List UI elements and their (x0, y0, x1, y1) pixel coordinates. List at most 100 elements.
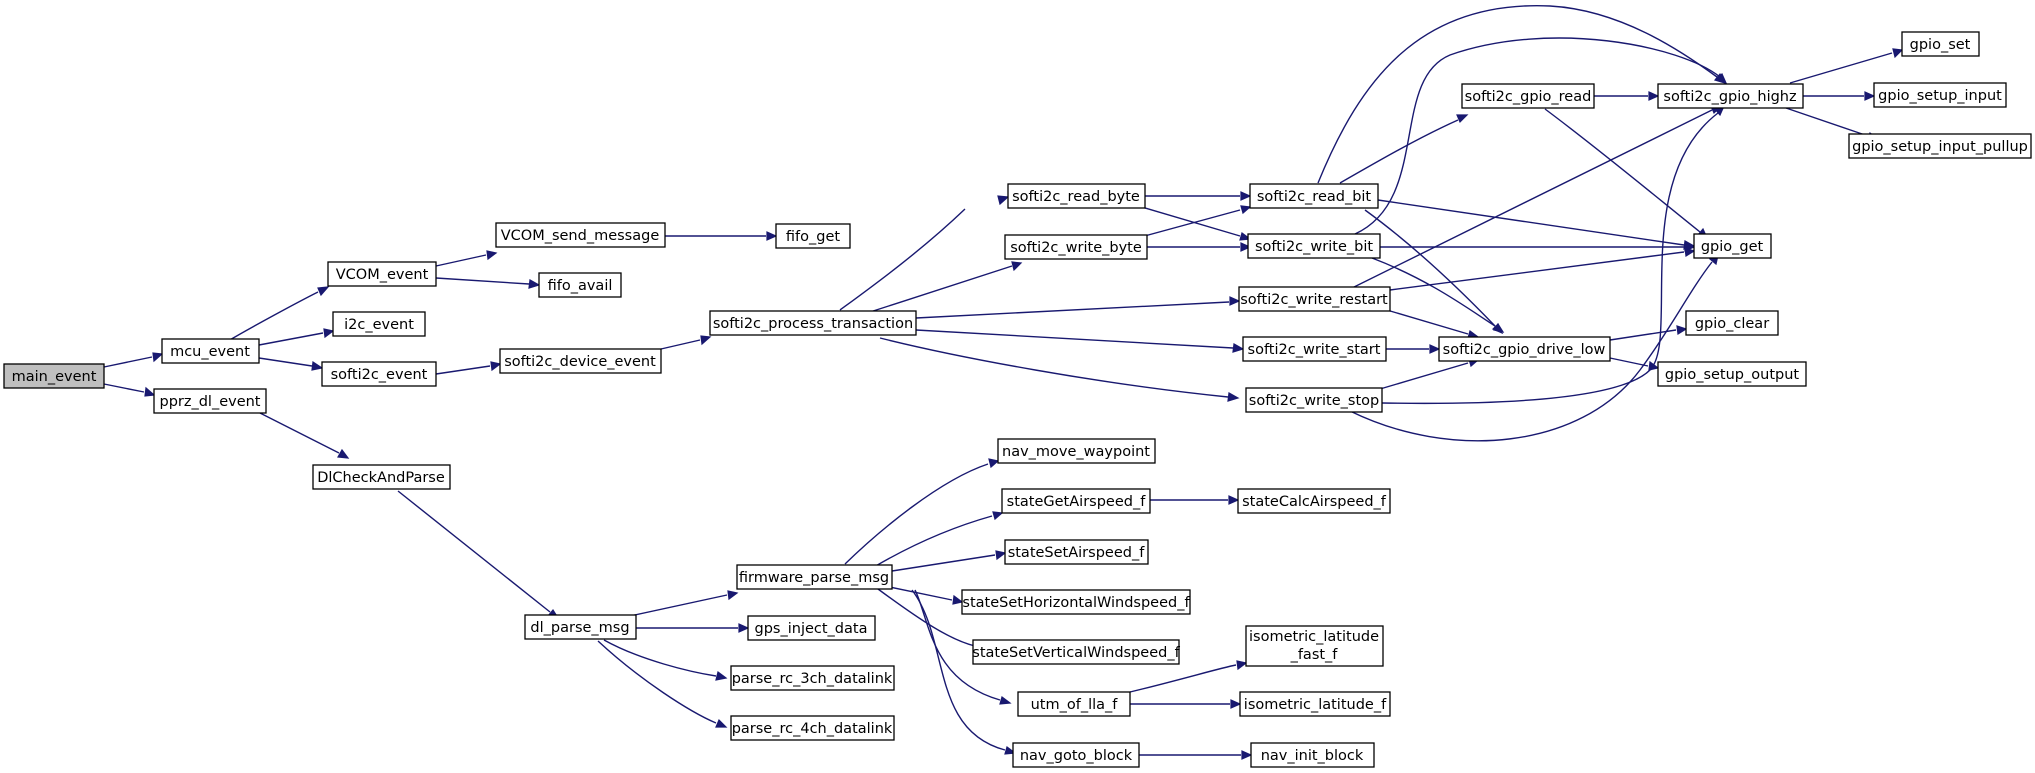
label-gpio_setup_input_pullup: gpio_setup_input_pullup (1852, 139, 2028, 155)
edge-dl_parse_msg-parse_rc_3ch (603, 639, 728, 681)
node-softi2c_write_start[interactable]: softi2c_write_start (1242, 336, 1387, 362)
edge-utm-isometric_fast (1129, 660, 1248, 693)
edge-gpio_highz-gpio_set (1789, 48, 1904, 84)
edge-main_event-pprz_dl_event (103, 383, 156, 397)
node-isometric_latitude_f[interactable]: isometric_latitude_f (1239, 691, 1391, 717)
edge-spt-softi2c_write_byte (869, 261, 1023, 313)
label-stateSetVerticalWindspeed_f: stateSetVerticalWindspeed_f (972, 645, 1180, 661)
edge-fpm-stateGetAirspeed_f (873, 511, 1004, 568)
node-i2c_event[interactable]: i2c_event (332, 311, 426, 337)
label-stateCalcAirspeed_f: stateCalcAirspeed_f (1242, 494, 1387, 510)
node-isometric_latitude_fast_f[interactable]: isometric_latitude _fast_f (1245, 625, 1384, 667)
node-softi2c_write_bit[interactable]: softi2c_write_bit (1247, 233, 1381, 259)
node-stateSetHorizontalWindspeed_f[interactable]: stateSetHorizontalWindspeed_f (961, 589, 1191, 615)
edge-fpm-nav_move_waypoint (844, 458, 1000, 565)
label-pprz_dl_event: pprz_dl_event (159, 394, 260, 410)
node-softi2c_read_bit[interactable]: softi2c_read_bit (1249, 183, 1379, 209)
label-gps_inject_data: gps_inject_data (755, 621, 868, 637)
node-softi2c_write_stop[interactable]: softi2c_write_stop (1245, 387, 1383, 413)
edge-VCOM_event-VCOM_send_message (435, 250, 498, 267)
node-softi2c_process_transaction[interactable]: softi2c_process_transaction (709, 310, 917, 336)
edges (103, 5, 1904, 760)
label-parse_rc_4ch_datalink: parse_rc_4ch_datalink (732, 721, 893, 737)
node-gpio_setup_input[interactable]: gpio_setup_input (1873, 82, 2007, 108)
edge-drive_low-gpio_clear (1609, 325, 1688, 341)
edge-write_stop-drive_low (1379, 358, 1480, 390)
edge-read_bit-gpio_read (1339, 114, 1469, 184)
node-stateGetAirspeed_f[interactable]: stateGetAirspeed_f (1001, 488, 1151, 514)
node-VCOM_send_message[interactable]: VCOM_send_message (495, 222, 666, 248)
label-nav_move_waypoint: nav_move_waypoint (1002, 444, 1150, 460)
label-softi2c_read_bit: softi2c_read_bit (1257, 189, 1372, 205)
edge-write_byte-write_bit (1147, 242, 1252, 252)
node-softi2c_gpio_read[interactable]: softi2c_gpio_read (1461, 83, 1595, 109)
label-softi2c_gpio_read: softi2c_gpio_read (1465, 89, 1592, 105)
edge-softi2c_event-softi2c_device_event (435, 361, 502, 375)
node-stateCalcAirspeed_f[interactable]: stateCalcAirspeed_f (1237, 488, 1391, 514)
node-dl_parse_msg[interactable]: dl_parse_msg (524, 614, 637, 640)
node-gpio_setup_input_pullup[interactable]: gpio_setup_input_pullup (1848, 133, 2032, 159)
label-isometric_latitude_fast_f-line1: isometric_latitude (1249, 629, 1379, 645)
edge-spt-softi2c_write_restart (915, 296, 1241, 319)
edge-utm-isometric_f (1130, 699, 1242, 709)
node-parse_rc_4ch_datalink[interactable]: parse_rc_4ch_datalink (730, 715, 895, 741)
node-parse_rc_3ch_datalink[interactable]: parse_rc_3ch_datalink (730, 665, 895, 691)
node-gpio_clear[interactable]: gpio_clear (1685, 310, 1779, 336)
edge-spt-softi2c_read_byte (839, 195, 1010, 311)
label-gpio_get: gpio_get (1701, 239, 1764, 255)
edge-gpio_highz-gpio_setup_input (1803, 91, 1876, 101)
node-nav_init_block[interactable]: nav_init_block (1250, 742, 1375, 768)
label-softi2c_event: softi2c_event (331, 367, 428, 383)
node-nav_move_waypoint[interactable]: nav_move_waypoint (997, 438, 1156, 464)
edge-pprz_dl_event-DlCheckAndParse (259, 412, 350, 459)
edge-write_bit-gpio_highz (1354, 37, 1728, 235)
label-firmware_parse_msg: firmware_parse_msg (739, 570, 889, 586)
edge-write_restart-drive_low (1379, 307, 1480, 339)
nodes: main_event mcu_event pprz_dl_event VCOM_… (3, 31, 2032, 768)
node-VCOM_event[interactable]: VCOM_event (327, 261, 437, 287)
node-stateSetAirspeed_f[interactable]: stateSetAirspeed_f (1004, 539, 1149, 565)
edge-VCOM_event-fifo_avail (435, 277, 541, 289)
node-softi2c_event[interactable]: softi2c_event (321, 361, 437, 387)
node-gpio_get[interactable]: gpio_get (1693, 233, 1772, 259)
node-softi2c_write_restart[interactable]: softi2c_write_restart (1238, 286, 1391, 312)
label-DlCheckAndParse: DlCheckAndParse (317, 470, 445, 486)
node-main_event[interactable]: main_event (3, 363, 105, 389)
label-mcu_event: mcu_event (170, 344, 250, 360)
node-softi2c_gpio_highz[interactable]: softi2c_gpio_highz (1657, 83, 1804, 109)
node-gps_inject_data[interactable]: gps_inject_data (747, 615, 876, 641)
edge-spt-softi2c_write_stop (879, 337, 1240, 402)
label-parse_rc_3ch_datalink: parse_rc_3ch_datalink (732, 671, 893, 687)
node-softi2c_device_event[interactable]: softi2c_device_event (499, 348, 662, 374)
node-nav_goto_block[interactable]: nav_goto_block (1012, 742, 1140, 768)
label-nav_init_block: nav_init_block (1261, 748, 1364, 764)
label-gpio_clear: gpio_clear (1695, 316, 1769, 332)
node-firmware_parse_msg[interactable]: firmware_parse_msg (736, 564, 893, 590)
node-gpio_set[interactable]: gpio_set (1901, 31, 1980, 57)
node-utm_of_lla_f[interactable]: utm_of_lla_f (1017, 691, 1131, 717)
label-softi2c_device_event: softi2c_device_event (504, 354, 656, 370)
node-DlCheckAndParse[interactable]: DlCheckAndParse (312, 464, 451, 490)
edge-write_start-drive_low (1386, 344, 1441, 354)
node-fifo_get[interactable]: fifo_get (775, 223, 851, 249)
edge-VCOM_send_message-fifo_get (665, 231, 778, 241)
edge-spt-softi2c_write_start (915, 329, 1245, 353)
label-softi2c_write_start: softi2c_write_start (1248, 342, 1381, 358)
label-stateSetHorizontalWindspeed_f: stateSetHorizontalWindspeed_f (962, 595, 1190, 611)
edge-stateGetAirspeed-stateCalcAirspeed (1150, 495, 1240, 505)
label-isometric_latitude_fast_f-line2: _fast_f (1290, 647, 1339, 663)
node-stateSetVerticalWindspeed_f[interactable]: stateSetVerticalWindspeed_f (972, 639, 1181, 665)
edge-nav_goto_block-nav_init_block (1139, 750, 1253, 760)
node-pprz_dl_event[interactable]: pprz_dl_event (153, 388, 267, 414)
label-softi2c_write_stop: softi2c_write_stop (1249, 393, 1379, 409)
node-softi2c_gpio_drive_low[interactable]: softi2c_gpio_drive_low (1438, 336, 1611, 362)
node-mcu_event[interactable]: mcu_event (161, 338, 260, 364)
label-stateSetAirspeed_f: stateSetAirspeed_f (1008, 545, 1146, 561)
label-softi2c_process_transaction: softi2c_process_transaction (713, 316, 913, 332)
node-gpio_setup_output[interactable]: gpio_setup_output (1657, 361, 1807, 387)
edge-gpio_read-gpio_get (1544, 108, 1709, 239)
label-isometric_latitude_f: isometric_latitude_f (1244, 697, 1387, 713)
node-fifo_avail[interactable]: fifo_avail (538, 272, 622, 298)
node-softi2c_read_byte[interactable]: softi2c_read_byte (1007, 183, 1146, 209)
node-softi2c_write_byte[interactable]: softi2c_write_byte (1004, 234, 1148, 260)
